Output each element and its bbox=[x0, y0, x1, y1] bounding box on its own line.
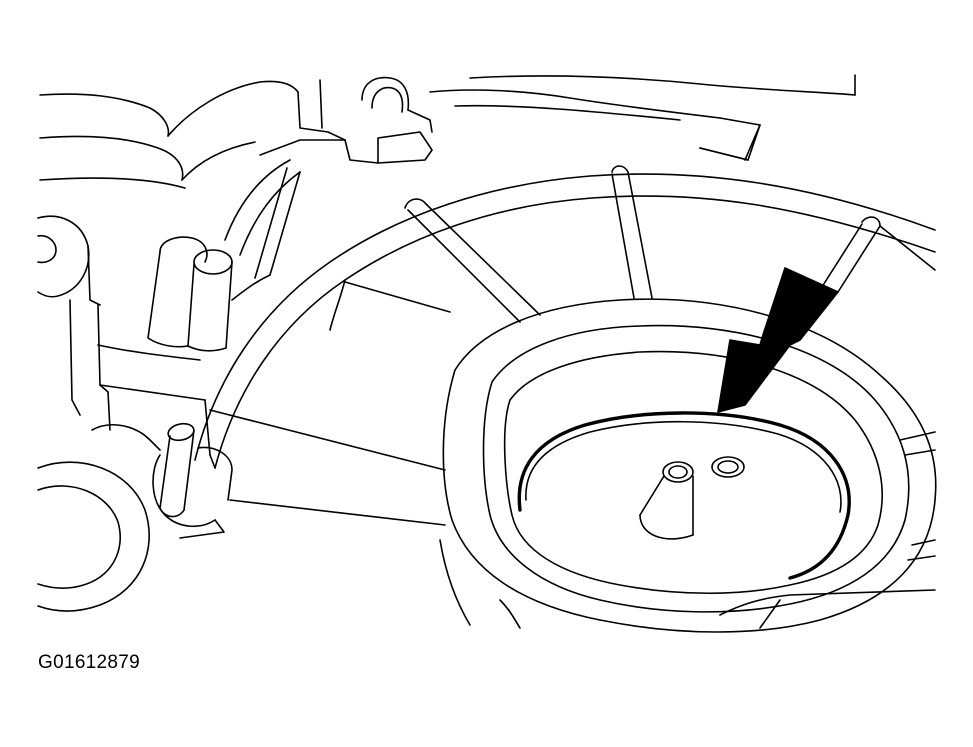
lower-dowel bbox=[152, 399, 233, 539]
radial-ribs bbox=[329, 165, 881, 331]
lower-left-bore bbox=[37, 461, 150, 612]
arrow-icon bbox=[717, 267, 839, 413]
housing-arc bbox=[194, 173, 936, 469]
upper-dowel bbox=[147, 236, 233, 352]
center-pilot bbox=[639, 456, 745, 540]
top-casting bbox=[297, 74, 856, 164]
upper-left-housing bbox=[39, 80, 299, 189]
pump-bore bbox=[442, 298, 937, 633]
left-braces bbox=[224, 139, 346, 301]
upper-right-housing bbox=[699, 124, 936, 271]
o-ring-seal bbox=[517, 411, 851, 580]
figure-id-label: G01612879 bbox=[38, 652, 141, 673]
lower-flange bbox=[209, 409, 936, 629]
left-boss bbox=[37, 215, 101, 306]
left-wall bbox=[69, 299, 206, 451]
